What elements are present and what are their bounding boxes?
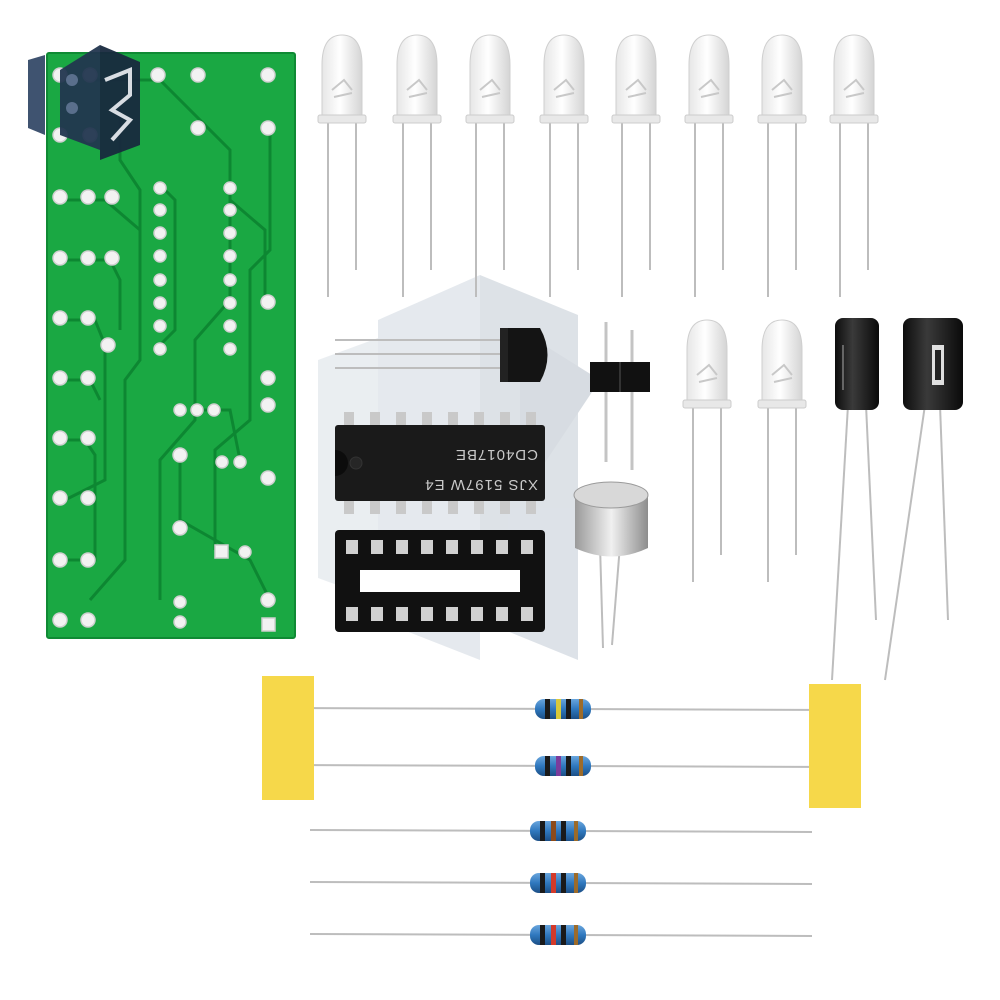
white-led [757,319,807,582]
resistor-4 [309,873,813,893]
resistor-taped-2 [284,756,839,776]
pin-header [590,322,650,470]
white-led [682,319,732,582]
capacitor-large [884,318,963,681]
led-row-bottom [682,319,807,582]
ic-label-line1: CD4017BE [455,446,538,463]
white-led [829,34,879,297]
white-led [465,34,515,297]
white-led [317,34,367,297]
resistor-3 [309,821,813,841]
ic-label-line2: XJS 5197W E4 [424,476,538,493]
square-pad [214,544,229,559]
resistor-5 [309,925,813,945]
square-pad [261,617,276,632]
tape-strip-left [262,676,314,800]
led-row-top [317,34,879,297]
white-led [539,34,589,297]
white-led [392,34,442,297]
tape-strip-right [809,684,861,808]
pcb-pads [52,67,276,629]
white-led [757,34,807,297]
ic-chip-cd4017be: CD4017BE XJS 5197W E4 [335,412,545,514]
white-led [684,34,734,297]
ic-socket [335,530,545,632]
brand-logo [28,45,140,160]
capacitor-small [831,318,879,681]
electret-microphone [573,481,649,649]
white-led [611,34,661,297]
green-pcb-board [46,52,296,639]
transistor [335,328,548,382]
resistor-taped-1 [284,699,839,719]
